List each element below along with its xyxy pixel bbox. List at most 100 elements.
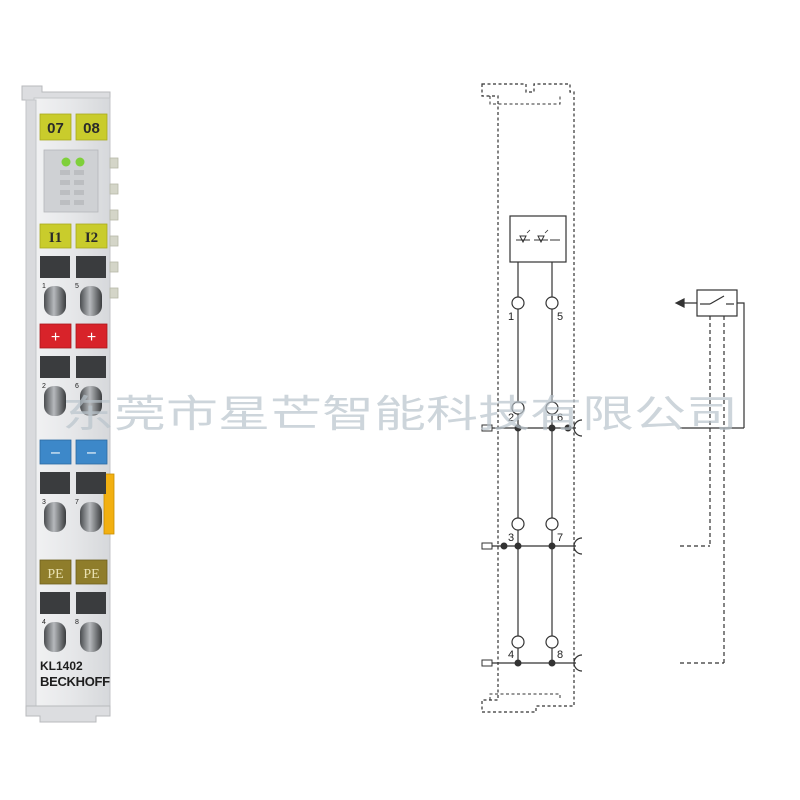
junction-6 xyxy=(548,424,556,432)
spring-opening-5[interactable] xyxy=(76,256,106,278)
wire-clamp-7[interactable] xyxy=(80,502,102,532)
terminal-stub-4 xyxy=(481,659,493,667)
badge-minus-2-label: – xyxy=(87,444,96,461)
spring-opening-1[interactable] xyxy=(40,256,70,278)
wire-clamp-5[interactable] xyxy=(80,286,102,316)
wire-clamp-6[interactable] xyxy=(80,386,102,416)
terminal-pair-4-8: 4 8 xyxy=(40,592,106,652)
module-brand: BECKHOFF xyxy=(40,674,110,689)
pin-label-1: 1 xyxy=(508,311,514,323)
badge-minus-1 xyxy=(39,439,72,465)
terminal-number-6: 6 xyxy=(75,383,79,390)
pin-3-circle xyxy=(511,517,525,531)
housing-inner-top xyxy=(489,96,561,105)
switch-sensor-icon xyxy=(700,295,734,305)
badge-plus-2 xyxy=(75,323,108,349)
optocoupler-leds-icon xyxy=(516,229,560,244)
badge-input-i1-label: I1 xyxy=(49,230,62,246)
badge-input-i2-label: I2 xyxy=(85,230,98,246)
badge-pe-2 xyxy=(75,559,108,585)
pin-label-3: 3 xyxy=(508,532,514,544)
spring-opening-4[interactable] xyxy=(40,592,70,614)
terminal-stub-2 xyxy=(481,424,493,432)
side-contact xyxy=(109,287,119,299)
junction-3b xyxy=(514,542,522,550)
badge-pe-1 xyxy=(39,559,72,585)
terminal-pair-3-7: 3 7 xyxy=(40,472,106,532)
junction-4 xyxy=(514,659,522,667)
led-window xyxy=(43,149,99,213)
terminal-arc-6 xyxy=(573,419,583,437)
badge-channel-08-label: 08 xyxy=(83,120,100,137)
terminal-pair-2-6: 2 6 xyxy=(40,356,106,416)
led-slot xyxy=(60,170,70,175)
side-contact xyxy=(109,261,119,273)
optocoupler-box xyxy=(509,215,567,263)
pin-label-8: 8 xyxy=(557,649,563,661)
led-green-1 xyxy=(61,157,71,167)
pin-label-6: 6 xyxy=(557,412,563,424)
company-watermark: 东莞市星芒智能科技有限公司 xyxy=(62,392,738,436)
pin-5-circle xyxy=(545,296,559,310)
wire-clamp-3[interactable] xyxy=(44,502,66,532)
spring-opening-3[interactable] xyxy=(40,472,70,494)
terminal-number-1: 1 xyxy=(42,283,46,290)
pin-8-circle xyxy=(545,635,559,649)
spring-opening-2[interactable] xyxy=(40,356,70,378)
junction-8 xyxy=(548,659,556,667)
terminal-module: 07 08 I1 I2 1 5 xyxy=(21,85,119,723)
spring-opening-8[interactable] xyxy=(76,592,106,614)
module-model: KL1402 xyxy=(40,659,83,673)
junction-7 xyxy=(548,542,556,550)
junction-2 xyxy=(514,424,522,432)
led-slot xyxy=(74,180,84,185)
side-contact xyxy=(109,157,119,169)
led-slot xyxy=(60,190,70,195)
terminal-number-2: 2 xyxy=(42,383,46,390)
badge-plus-2-label: + xyxy=(87,329,96,346)
wire-clamp-8[interactable] xyxy=(80,622,102,652)
side-tab-orange xyxy=(103,473,115,535)
schematic-diagram xyxy=(481,83,583,713)
pin-2-circle xyxy=(511,401,525,415)
module-bottom-clip xyxy=(25,705,111,723)
terminal-number-7: 7 xyxy=(75,499,79,506)
terminal-pair-1-5: 1 5 xyxy=(40,256,106,316)
led-slot xyxy=(74,190,84,195)
wire-clamp-2[interactable] xyxy=(44,386,66,416)
badge-plus-1-label: + xyxy=(51,329,60,346)
wire-clamp-1[interactable] xyxy=(44,286,66,316)
led-slot xyxy=(60,180,70,185)
badge-minus-2 xyxy=(75,439,108,465)
badge-input-i2 xyxy=(75,223,108,249)
terminal-number-8: 8 xyxy=(75,619,79,626)
terminal-number-4: 4 xyxy=(42,619,46,626)
led-slot xyxy=(74,200,84,205)
pin-label-4: 4 xyxy=(508,649,514,661)
led-slot xyxy=(74,170,84,175)
switch-lead-right xyxy=(737,302,745,428)
pin-label-2: 2 xyxy=(508,412,514,424)
badge-channel-08 xyxy=(75,113,108,141)
pin-label-5: 5 xyxy=(557,311,563,323)
pin-label-7: 7 xyxy=(557,532,563,544)
led-slots xyxy=(60,170,84,205)
side-contact xyxy=(109,183,119,195)
spring-opening-7[interactable] xyxy=(76,472,106,494)
badge-input-i1 xyxy=(39,223,72,249)
housing-outline xyxy=(481,83,575,713)
module-left-edge xyxy=(25,99,37,711)
badge-pe-2-label: PE xyxy=(83,567,99,582)
terminal-number-5: 5 xyxy=(75,283,79,290)
schematic-pin-labels: 1 5 2 6 3 7 4 8 xyxy=(508,311,563,661)
pin-7-circle xyxy=(545,517,559,531)
wire-clamp-4[interactable] xyxy=(44,622,66,652)
module-top-clip xyxy=(21,85,111,101)
spring-opening-6[interactable] xyxy=(76,356,106,378)
housing-inner-bottom xyxy=(489,693,561,700)
pin-6-circle xyxy=(545,401,559,415)
terminal-number-3: 3 xyxy=(42,499,46,506)
led-slot xyxy=(60,200,70,205)
led-green-2 xyxy=(75,157,85,167)
